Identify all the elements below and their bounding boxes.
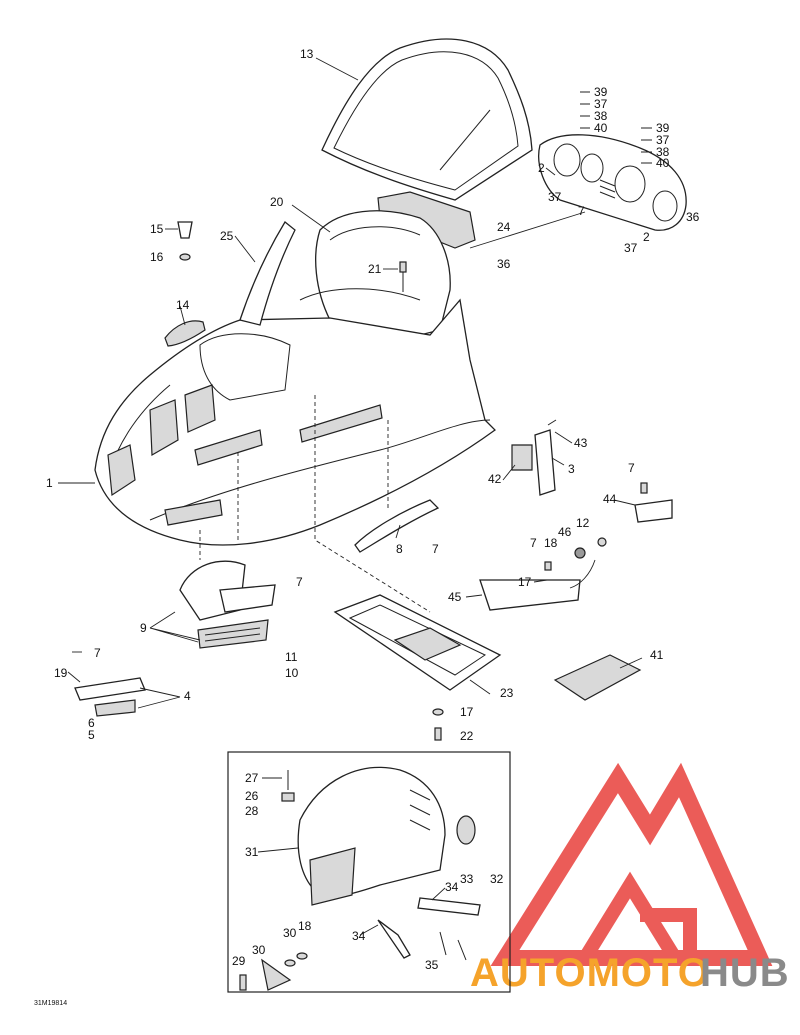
- drawing-code: 31M19814: [34, 1000, 67, 1007]
- callout-9: 9: [140, 621, 147, 635]
- bracket-8: [354, 499, 440, 553]
- callout-28: 28: [245, 804, 259, 818]
- footrest-4: [74, 677, 146, 717]
- callout-7c: 7: [432, 542, 439, 556]
- callout-35: 35: [425, 958, 439, 972]
- callout-38a: 38: [594, 109, 608, 123]
- callout-34a: 34: [445, 880, 459, 894]
- callout-7a: 7: [578, 204, 585, 218]
- callout-13: 13: [300, 47, 314, 61]
- callout-37b: 37: [656, 133, 670, 147]
- callout-23: 23: [500, 686, 514, 700]
- callout-39b: 39: [656, 121, 670, 135]
- callout-7f: 7: [94, 646, 101, 660]
- callout-21: 21: [368, 262, 382, 276]
- callout-38b: 38: [656, 145, 670, 159]
- callout-15: 15: [150, 222, 164, 236]
- callout-3: 3: [568, 462, 575, 476]
- callout-leaders: [58, 57, 652, 936]
- callout-7d: 7: [530, 536, 537, 550]
- callout-46: 46: [558, 525, 572, 539]
- side-trim-25: [239, 221, 296, 326]
- callout-19: 19: [54, 666, 68, 680]
- callout-26: 26: [245, 789, 259, 803]
- callout-4: 4: [184, 689, 191, 703]
- callout-40a: 40: [594, 121, 608, 135]
- callout-17a: 17: [518, 575, 532, 589]
- windshield: [321, 38, 533, 201]
- callout-30a: 30: [252, 943, 266, 957]
- fasteners-17-22: [432, 708, 444, 741]
- rail-45: [479, 537, 607, 611]
- storage-tray-23: [333, 594, 502, 691]
- callout-39a: 39: [594, 85, 608, 99]
- callout-22: 22: [460, 729, 474, 743]
- callout-7e: 7: [296, 575, 303, 589]
- callout-12: 12: [576, 516, 590, 530]
- callout-31: 31: [245, 845, 259, 859]
- callout-2a: 2: [538, 161, 545, 175]
- callout-37c: 37: [548, 190, 562, 204]
- callout-44: 44: [603, 492, 617, 506]
- callout-25: 25: [220, 229, 234, 243]
- callout-45: 45: [448, 590, 462, 604]
- callout-43: 43: [574, 436, 588, 450]
- callout-24: 24: [497, 220, 511, 234]
- plug-15: [177, 221, 193, 261]
- callout-5: 5: [88, 728, 95, 742]
- watermark-logo: [490, 762, 773, 966]
- callout-10: 10: [285, 666, 299, 680]
- callout-40b: 40: [656, 156, 670, 170]
- callout-18a: 18: [544, 536, 558, 550]
- watermark-text-hub: HUB: [700, 951, 790, 995]
- callout-37d: 37: [624, 241, 638, 255]
- callout-16: 16: [150, 250, 164, 264]
- inset-box: [227, 751, 511, 993]
- upper-console: [299, 210, 451, 346]
- callout-36b: 36: [497, 257, 511, 271]
- callout-36a: 36: [686, 210, 700, 224]
- callout-8: 8: [396, 542, 403, 556]
- handle-14: [164, 320, 206, 347]
- pad-41: [553, 654, 642, 701]
- callout-41: 41: [650, 648, 664, 662]
- main-hood: [94, 298, 496, 546]
- callout-30b: 30: [283, 926, 297, 940]
- guide-lines: [199, 211, 586, 613]
- bracket-3: [511, 419, 557, 496]
- callout-11: 11: [285, 650, 298, 664]
- callout-37a: 37: [594, 97, 608, 111]
- callout-7b: 7: [628, 461, 635, 475]
- callout-34b: 34: [352, 929, 366, 943]
- bracket-44: [634, 482, 673, 523]
- callout-27: 27: [245, 771, 259, 785]
- callout-14: 14: [176, 298, 190, 312]
- screw-21: [399, 261, 407, 292]
- callout-17b: 17: [460, 705, 474, 719]
- floor-panels-9: [179, 560, 276, 649]
- callout-18b: 18: [298, 919, 312, 933]
- watermark-text-automoto: AUTOMOTO: [470, 951, 710, 995]
- callout-42: 42: [488, 472, 502, 486]
- callout-20: 20: [270, 195, 284, 209]
- callout-2b: 2: [643, 230, 650, 244]
- callout-29: 29: [232, 954, 246, 968]
- callout-1: 1: [46, 476, 53, 490]
- callout-33: 33: [460, 872, 474, 886]
- instrument-panel: [538, 134, 687, 231]
- callout-32: 32: [490, 872, 504, 886]
- callout-6: 6: [88, 716, 95, 730]
